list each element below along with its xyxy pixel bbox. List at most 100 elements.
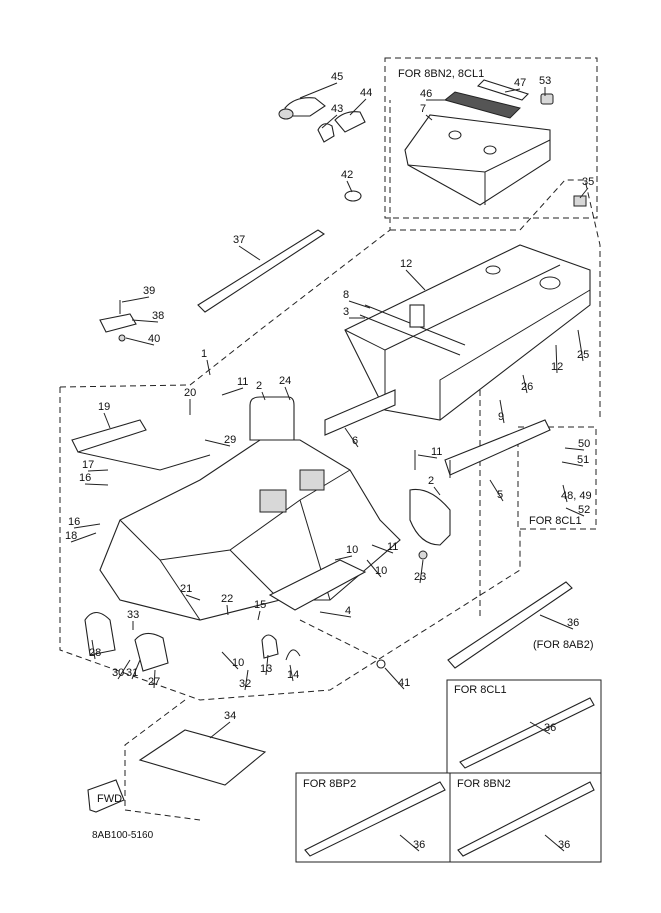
leader-line [153,669,156,689]
callout-35: 35 [582,176,594,188]
callout-36: 36 [558,839,570,851]
leader-line [121,296,150,303]
document-code: 8AB100-5160 [92,830,154,841]
callout-9: 9 [498,411,504,423]
callout-42: 42 [341,169,353,181]
callout-20: 20 [184,387,196,399]
callout-41: 41 [398,677,410,689]
leader-line [499,399,505,424]
box-label-for-8ab2: (FOR 8AB2) [533,639,594,651]
callout-11: 11 [431,446,442,458]
callout-12: 12 [551,361,563,373]
leader-line [349,98,367,116]
fwd-label: FWD [97,793,122,805]
callout-15: 15 [254,599,266,611]
callout-8: 8 [343,289,349,301]
callout-25: 25 [577,349,589,361]
callout-24: 24 [279,375,291,387]
leader-line [577,329,584,362]
callout-12: 12 [400,258,412,270]
leader-line [117,659,131,680]
leader-line [562,484,568,503]
leader-line [522,374,528,394]
leader-line [366,559,382,578]
leader-line [87,469,109,472]
callout-7: 7 [420,103,426,115]
leader-line [384,667,405,690]
top-small-parts [99,97,587,342]
box-label-for-8bn2-8cl1: FOR 8BN2, 8CL1 [398,68,484,80]
callout-53: 53 [539,75,551,87]
callout-1: 1 [201,348,207,360]
callout-37: 37 [233,234,245,246]
main-frame-part [71,396,451,672]
leader-line [344,427,359,448]
leader-line [529,721,551,735]
decal-variant-boxes [295,679,602,863]
callout-43: 43 [331,103,343,115]
box-labels: FOR 8BN2, 8CL1 (FOR 8AB2) FOR 8CL1 FOR 8… [303,68,594,790]
leader-line [319,611,352,618]
leader-line [204,439,231,447]
leader-line [504,88,521,93]
callout-28: 28 [89,647,101,659]
callout-21: 21 [180,583,192,595]
callout-52: 52 [578,504,590,516]
callout-32: 32 [239,678,251,690]
leader-line [544,834,565,852]
leader-line [131,659,141,680]
option-tray-part [404,79,554,206]
leader-line [425,114,433,121]
box-label-for-8bp2: FOR 8BP2 [303,778,356,790]
box-label-for-8bn2: FOR 8BN2 [457,778,511,790]
leader-line [399,834,420,852]
callout-3: 3 [343,306,349,318]
callout-36: 36 [544,722,556,734]
callout-17: 17 [82,459,94,471]
leader-line [91,639,96,660]
callout-18: 18 [65,530,77,542]
leader-line [257,610,261,621]
leader-line [70,532,97,543]
callout-22: 22 [221,593,233,605]
callout-39: 39 [143,285,155,297]
callout-11: 11 [237,376,248,388]
dashed-region-lines [59,57,601,821]
leader-line [405,269,426,291]
callout-16: 16 [68,516,80,528]
leader-line [419,559,424,584]
callout-34: 34 [224,710,236,722]
leader-line [321,114,338,129]
callout-29: 29 [224,434,236,446]
leader-line [265,654,269,676]
decal-36-parts [304,581,595,857]
callout-10: 10 [346,544,358,556]
leader-line [299,82,338,99]
leader-line [539,614,574,630]
leader-line [489,479,504,502]
leader-line [261,391,266,401]
leader-line [131,319,159,323]
leader-line [125,337,155,346]
leader-line [433,486,441,496]
fwd-arrow-icon: FWD [87,779,125,813]
rear-carrier-part [324,244,591,478]
callout-48-49: 48, 49 [561,490,592,502]
leader-line [103,412,111,429]
callout-14: 14 [287,669,299,681]
leader-line [226,604,229,616]
leader-line [221,651,239,670]
box-label-for-8cl1-side: FOR 8CL1 [529,515,582,527]
leader-line [238,245,261,261]
callout-19: 19 [98,401,110,413]
leader-line [417,454,438,459]
leader-line [206,359,211,376]
callout-33: 33 [127,609,139,621]
leader-line [561,461,584,467]
callout-27: 27 [148,676,160,688]
leader-line [185,594,201,601]
leader-line [84,483,109,486]
callout-10: 10 [375,565,387,577]
leader-line [564,447,585,451]
